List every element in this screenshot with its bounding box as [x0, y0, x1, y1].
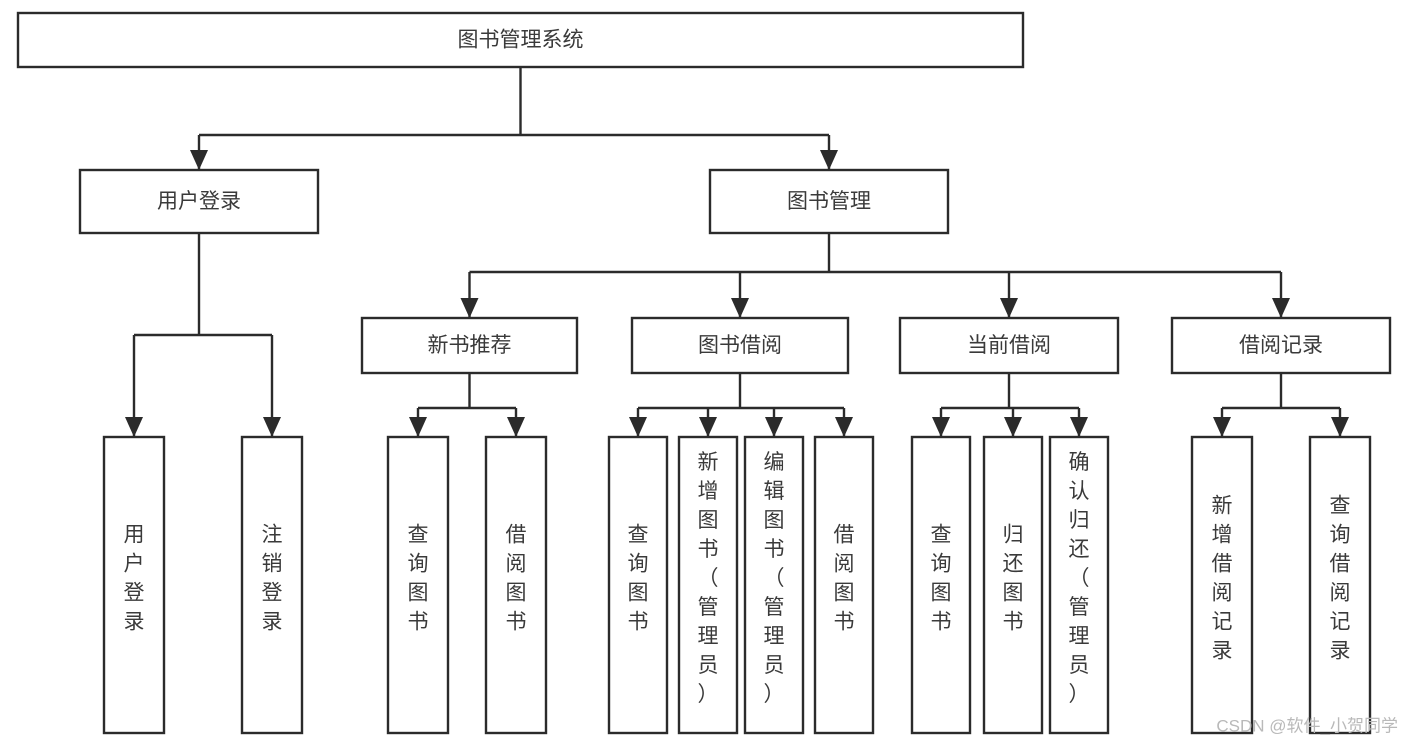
node-box-leaf-user-logout[interactable]: [240, 435, 304, 735]
node-label-leaf-cb-return: 归还图书: [1003, 524, 1024, 634]
arrow-head-user-login: [190, 150, 208, 170]
node-new-book-recommend[interactable]: 新书推荐: [360, 316, 579, 375]
arrow-head-leaf-br-query: [1331, 417, 1349, 437]
node-box-book-manage[interactable]: [708, 168, 950, 235]
node-box-user-login[interactable]: [78, 168, 320, 235]
node-box-leaf-cb-query[interactable]: [910, 435, 972, 735]
node-book-manage[interactable]: 图书管理: [708, 168, 950, 235]
connector-layer: [125, 67, 1349, 437]
node-box-leaf-cb-return[interactable]: [982, 435, 1044, 735]
node-label-user-login: 用户登录: [157, 190, 241, 213]
node-label-book-borrow: 图书借阅: [698, 334, 782, 357]
node-box-leaf-cb-confirm[interactable]: [1048, 435, 1110, 735]
node-current-borrow[interactable]: 当前借阅: [898, 316, 1120, 375]
node-leaf-cb-return[interactable]: 归还图书: [982, 435, 1044, 735]
node-label-leaf-bb-borrow: 借阅图书: [834, 524, 855, 634]
arrow-head-leaf-bb-edit: [765, 417, 783, 437]
node-box-current-borrow[interactable]: [898, 316, 1120, 375]
node-label-leaf-nbr-borrow: 借阅图书: [506, 524, 527, 634]
node-label-borrow-record: 借阅记录: [1239, 334, 1323, 357]
node-leaf-bb-query[interactable]: 查询图书: [607, 435, 669, 735]
node-leaf-nbr-query[interactable]: 查询图书: [386, 435, 450, 735]
node-box-leaf-bb-edit[interactable]: [743, 435, 805, 735]
arrow-head-leaf-user-logout: [263, 417, 281, 437]
node-label-root: 图书管理系统: [458, 29, 584, 52]
arrow-head-leaf-nbr-borrow: [507, 417, 525, 437]
csdn-watermark: CSDN @软件_小贺同学: [1216, 716, 1398, 735]
node-label-new-book-recommend: 新书推荐: [428, 334, 512, 357]
node-label-leaf-bb-add: 新增图书（管理员）: [698, 451, 719, 706]
node-user-login[interactable]: 用户登录: [78, 168, 320, 235]
node-leaf-user-logout[interactable]: 注销登录: [240, 435, 304, 735]
node-label-book-manage: 图书管理: [787, 190, 871, 213]
arrow-head-leaf-cb-query: [932, 417, 950, 437]
node-leaf-br-add[interactable]: 新增借阅记录: [1190, 435, 1254, 735]
node-leaf-cb-query[interactable]: 查询图书: [910, 435, 972, 735]
node-box-root[interactable]: [16, 11, 1025, 69]
node-label-leaf-cb-confirm: 确认归还（管理员）: [1069, 451, 1090, 706]
node-leaf-bb-add[interactable]: 新增图书（管理员）: [677, 435, 739, 735]
node-box-leaf-bb-add[interactable]: [677, 435, 739, 735]
arrow-head-leaf-bb-borrow: [835, 417, 853, 437]
node-leaf-bb-borrow[interactable]: 借阅图书: [813, 435, 875, 735]
node-layer: 图书管理系统用户登录图书管理用户登录注销登录新书推荐图书借阅当前借阅借阅记录查询…: [16, 11, 1392, 735]
arrow-head-leaf-nbr-query: [409, 417, 427, 437]
node-label-leaf-bb-query: 查询图书: [628, 524, 649, 634]
node-box-leaf-nbr-borrow[interactable]: [484, 435, 548, 735]
node-leaf-cb-confirm[interactable]: 确认归还（管理员）: [1048, 435, 1110, 735]
node-label-leaf-br-query: 查询借阅记录: [1330, 495, 1351, 663]
node-label-leaf-nbr-query: 查询图书: [408, 524, 429, 634]
node-label-leaf-user-logout: 注销登录: [262, 524, 283, 634]
arrow-head-leaf-cb-confirm: [1070, 417, 1088, 437]
node-box-leaf-br-add[interactable]: [1190, 435, 1254, 735]
arrow-head-leaf-cb-return: [1004, 417, 1022, 437]
node-label-leaf-cb-query: 查询图书: [931, 524, 952, 634]
node-leaf-br-query[interactable]: 查询借阅记录: [1308, 435, 1372, 735]
node-borrow-record[interactable]: 借阅记录: [1170, 316, 1392, 375]
arrow-head-new-book-recommend: [460, 298, 479, 318]
node-box-book-borrow[interactable]: [630, 316, 850, 375]
arrow-head-leaf-bb-add: [699, 417, 717, 437]
node-box-new-book-recommend[interactable]: [360, 316, 579, 375]
node-leaf-bb-edit[interactable]: 编辑图书（管理员）: [743, 435, 805, 735]
arrow-head-leaf-user-login: [125, 417, 143, 437]
node-box-leaf-br-query[interactable]: [1308, 435, 1372, 735]
arrow-head-book-manage: [820, 150, 838, 170]
node-box-leaf-user-login[interactable]: [102, 435, 166, 735]
arrow-head-book-borrow: [731, 298, 749, 318]
arrow-head-leaf-br-add: [1213, 417, 1231, 437]
node-box-leaf-bb-query[interactable]: [607, 435, 669, 735]
node-label-leaf-bb-edit: 编辑图书（管理员）: [764, 451, 785, 706]
node-leaf-nbr-borrow[interactable]: 借阅图书: [484, 435, 548, 735]
watermark-layer: CSDN @软件_小贺同学: [1216, 716, 1398, 735]
node-label-current-borrow: 当前借阅: [967, 334, 1051, 357]
node-box-borrow-record[interactable]: [1170, 316, 1392, 375]
node-leaf-user-login[interactable]: 用户登录: [102, 435, 166, 735]
arrow-head-leaf-bb-query: [629, 417, 647, 437]
node-book-borrow[interactable]: 图书借阅: [630, 316, 850, 375]
node-box-leaf-bb-borrow[interactable]: [813, 435, 875, 735]
arrow-head-borrow-record: [1272, 298, 1290, 318]
node-root[interactable]: 图书管理系统: [16, 11, 1025, 69]
node-label-leaf-br-add: 新增借阅记录: [1212, 495, 1233, 663]
arrow-head-current-borrow: [1000, 298, 1018, 318]
node-box-leaf-nbr-query[interactable]: [386, 435, 450, 735]
node-label-leaf-user-login: 用户登录: [124, 524, 145, 634]
